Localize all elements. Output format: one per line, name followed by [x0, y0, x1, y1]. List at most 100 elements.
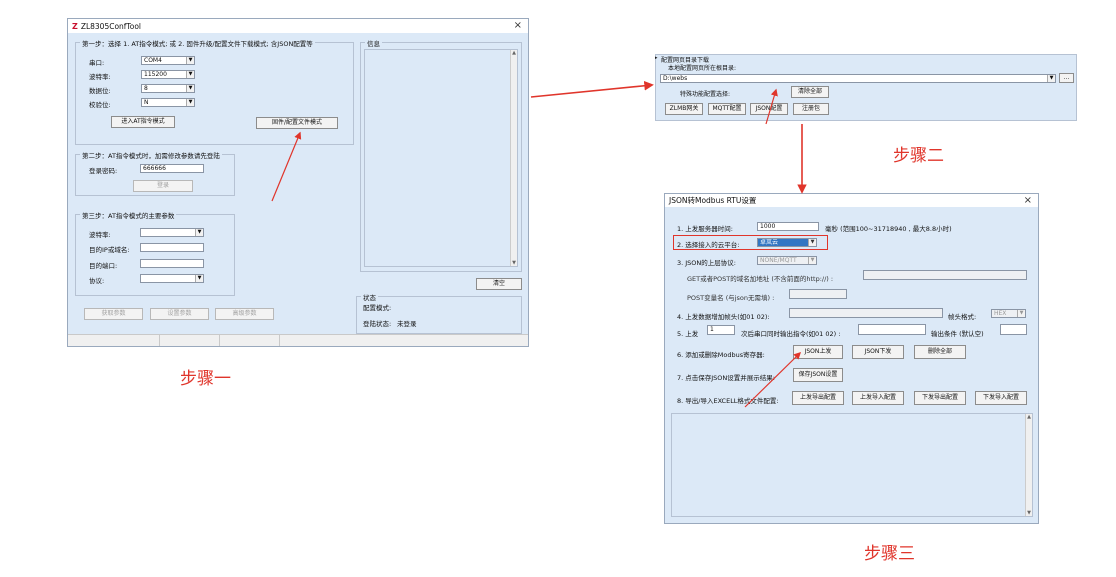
row6-label: 6. 添加或删除Modbus寄存器:: [677, 351, 765, 359]
save-json-button[interactable]: 保存JSON设置: [793, 368, 843, 382]
dest-port-input[interactable]: [140, 259, 204, 268]
step1-legend: 第一步：选择 1. AT指令模式; 或 2. 固件升级/配置文件下载模式; 含J…: [80, 38, 315, 48]
up-export-button[interactable]: 上发导出配置: [792, 391, 844, 405]
down-import-button[interactable]: 下发导入配置: [975, 391, 1027, 405]
status-bar-cell: [220, 335, 280, 346]
panel-bullet-icon: ▸: [655, 55, 658, 61]
scroll-down-icon[interactable]: ▼: [1027, 510, 1031, 516]
chevron-down-icon: ▼: [186, 99, 194, 106]
parity-label: 校验位:: [89, 101, 111, 109]
scroll-down-icon[interactable]: ▼: [512, 260, 516, 266]
row5-label-a: 5. 上发: [677, 330, 699, 338]
serial-command-input[interactable]: [858, 324, 926, 335]
info-group: 信息 ▲ ▼: [360, 38, 522, 272]
upload-count-input[interactable]: 1: [707, 325, 735, 335]
scroll-up-icon[interactable]: ▲: [1027, 414, 1031, 420]
frame-header-input[interactable]: [789, 308, 943, 318]
upper-protocol-select[interactable]: NONE/MQTT▼: [757, 256, 817, 265]
config-mode-label: 配置模式:: [363, 304, 392, 312]
chevron-down-icon: ▼: [186, 71, 194, 78]
chevron-down-icon: ▼: [186, 85, 194, 92]
post-variable-input[interactable]: [789, 289, 847, 299]
upload-interval-input[interactable]: 1000: [757, 222, 819, 231]
window-title: JSON转Modbus RTU设置: [669, 196, 757, 205]
row2-label: 2. 选择接入的云平台:: [677, 241, 740, 249]
json-result-textarea[interactable]: ▲ ▼: [671, 413, 1033, 517]
chevron-down-icon: ▼: [1047, 75, 1055, 82]
status-legend: 状态: [361, 292, 378, 302]
step2-annotation: 步骤二: [893, 146, 944, 166]
password-label: 登录密码:: [89, 167, 118, 175]
firmware-mode-button[interactable]: 固件/配置文件模式: [256, 117, 338, 129]
cloud-platform-select[interactable]: 卓岚云▼: [757, 238, 817, 247]
step1-annotation: 步骤一: [180, 369, 231, 389]
cloud-platform-highlight: [673, 235, 828, 250]
set-params-button[interactable]: 设置参数: [150, 308, 209, 320]
row1-hint: 毫秒 (范围100~31718940 , 最大8.8小时): [825, 225, 952, 233]
password-input[interactable]: 666666: [140, 164, 204, 173]
close-icon[interactable]: ×: [513, 20, 522, 31]
clear-button[interactable]: 清空: [476, 278, 522, 290]
status-bar-cell: [160, 335, 220, 346]
row3a-label: GET或者POST的域名加地址 (不含前面的http://) :: [687, 275, 834, 283]
panel-header: 配置网页目录下载: [661, 57, 710, 64]
baud-select[interactable]: 115200▼: [141, 70, 195, 79]
databits-label: 数据位:: [89, 87, 111, 95]
at-baud-select[interactable]: ▼: [140, 228, 204, 237]
json-download-button[interactable]: JSON下发: [852, 345, 904, 359]
chevron-down-icon: ▼: [186, 57, 194, 64]
conf-tool-window: Z ZL8305ConfTool × 第一步：选择 1. AT指令模式; 或 2…: [67, 18, 529, 347]
at-baud-label: 波特率:: [89, 231, 111, 239]
login-status-label: 登陆状态:: [363, 320, 392, 328]
step3-annotation: 步骤三: [864, 544, 915, 564]
row4-label: 4. 上发数据增加帧头(如01 02):: [677, 313, 770, 321]
step2-legend: 第二步：AT指令模式时，加需修改参数请先登陆: [80, 150, 222, 160]
dest-ip-input[interactable]: [140, 243, 204, 252]
status-group: 状态 配置模式: 登陆状态: 未登录: [356, 292, 522, 334]
chevron-down-icon: ▼: [195, 275, 203, 282]
row5-label-c: 输出条件 (默认空): [931, 330, 984, 338]
login-button[interactable]: 登录: [133, 180, 193, 192]
info-textarea[interactable]: ▲ ▼: [364, 49, 518, 267]
row5-label-b: 次后串口同时输出指令(如01 02) :: [741, 330, 841, 338]
delete-all-button[interactable]: 删除全部: [914, 345, 966, 359]
row3-label: 3. JSON的上层协议:: [677, 259, 736, 267]
register-button[interactable]: 注册包: [793, 103, 829, 115]
at-mode-button[interactable]: 进入AT指令模式: [111, 116, 175, 128]
arrow-to-json-upload-button: [744, 351, 802, 408]
login-status-value: 未登录: [397, 320, 417, 328]
advanced-params-button[interactable]: 高级参数: [215, 308, 274, 320]
down-export-button[interactable]: 下发导出配置: [914, 391, 966, 405]
row8-label: 8. 导出/导入EXCELL格式文件配置:: [677, 397, 779, 405]
up-import-button[interactable]: 上发导入配置: [852, 391, 904, 405]
close-icon[interactable]: ×: [1023, 195, 1032, 206]
port-select[interactable]: COM4▼: [141, 56, 195, 65]
dir-select[interactable]: D:\webs▼: [660, 74, 1056, 83]
result-scrollbar[interactable]: ▲ ▼: [1025, 414, 1032, 516]
output-condition-input[interactable]: [1000, 324, 1027, 335]
protocol-select[interactable]: ▼: [140, 274, 204, 283]
step2-group: 第二步：AT指令模式时，加需修改参数请先登陆 登录密码: 666666 登录: [75, 150, 235, 196]
scroll-up-icon[interactable]: ▲: [512, 50, 516, 56]
dir-label: 本地配置网页所在根目录:: [668, 65, 737, 72]
clear-all-button[interactable]: 清除全部: [791, 86, 829, 98]
get-post-url-input[interactable]: [863, 270, 1027, 280]
mqtt-button[interactable]: MQTT配置: [708, 103, 746, 115]
row1-label: 1. 上发服务器时间:: [677, 225, 733, 233]
json-modbus-titlebar: JSON转Modbus RTU设置 ×: [665, 194, 1038, 207]
step1-group: 第一步：选择 1. AT指令模式; 或 2. 固件升级/配置文件下载模式; 含J…: [75, 38, 354, 145]
zlmb-button[interactable]: ZLMB网关: [665, 103, 703, 115]
frame-format-label: 帧头格式:: [948, 313, 977, 321]
dest-ip-label: 目的IP或域名:: [89, 246, 130, 254]
zlan-logo-icon: Z: [72, 21, 78, 31]
databits-select[interactable]: 8▼: [141, 84, 195, 93]
chevron-down-icon: ▼: [808, 257, 816, 264]
step3-group: 第三步：AT指令模式的主要参数 波特率: ▼ 目的IP或域名: 目的端口: 协议…: [75, 210, 235, 296]
info-scrollbar[interactable]: ▲ ▼: [510, 50, 517, 266]
browse-button[interactable]: ...: [1059, 73, 1074, 83]
parity-select[interactable]: N▼: [141, 98, 195, 107]
get-params-button[interactable]: 获取参数: [84, 308, 143, 320]
json-modbus-window: JSON转Modbus RTU设置 × 1. 上发服务器时间: 1000 毫秒 …: [664, 193, 1039, 524]
frame-format-select[interactable]: HEX▼: [991, 309, 1026, 318]
